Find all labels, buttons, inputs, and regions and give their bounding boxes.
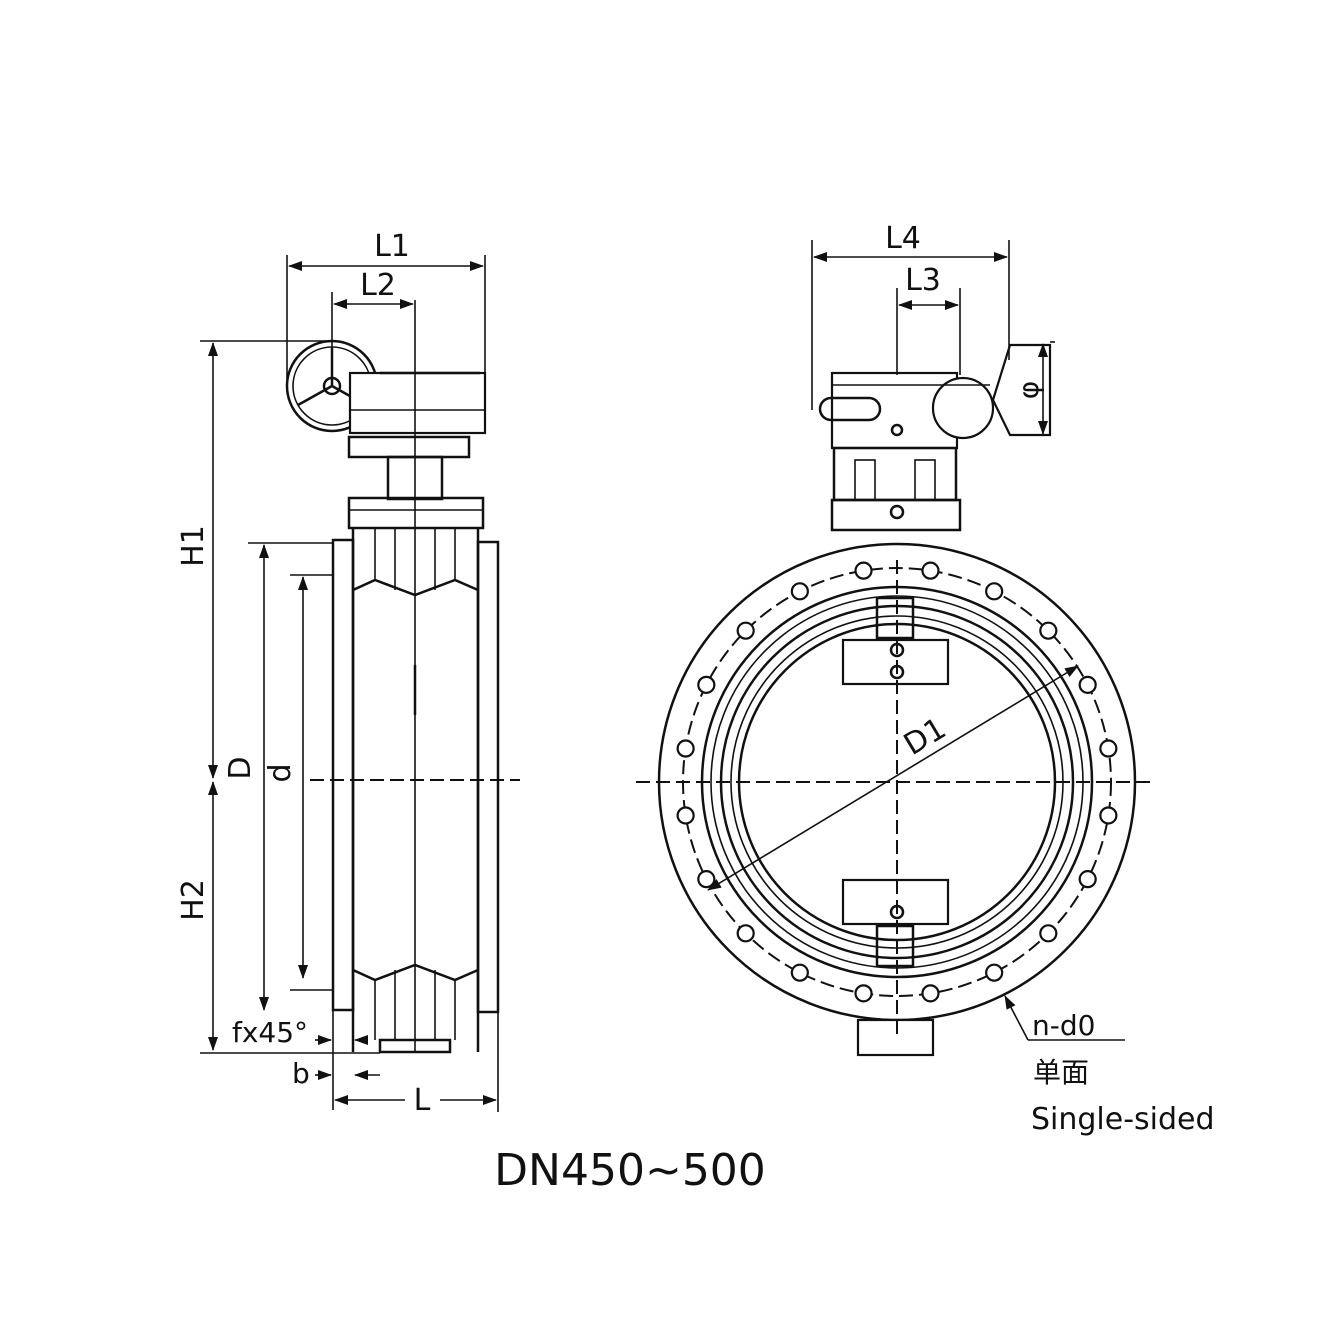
size-caption: DN450~500 [494, 1145, 766, 1196]
dim-b: b [292, 1057, 310, 1090]
gearbox [347, 371, 487, 530]
dim-L: L [414, 1083, 431, 1118]
bolt-hole [1078, 870, 1097, 889]
bolt-hole [985, 582, 1004, 601]
bolt-hole [985, 963, 1004, 982]
bolt-hole [1099, 806, 1118, 825]
bolt-hole [854, 561, 873, 580]
dim-H2: H2 [176, 879, 211, 921]
dim-L4: L4 [885, 221, 921, 256]
bolt-hole [790, 963, 809, 982]
front-view: L4 L3 φ D1 n-d0 单面 Single-sided [636, 221, 1215, 1137]
dim-d: d [263, 763, 298, 782]
bolt-hole [921, 561, 940, 580]
side-view: L1 L2 H1 H2 D d fx45° b L [176, 229, 520, 1118]
bolt-hole [1039, 924, 1058, 943]
hole-note-en: Single-sided [1031, 1102, 1215, 1137]
bolt-hole [1099, 739, 1118, 758]
bolt-hole [736, 621, 755, 640]
bolt-hole [697, 870, 716, 889]
bolt-hole [736, 924, 755, 943]
bolt-hole [676, 806, 695, 825]
dim-phi: φ [1012, 381, 1045, 399]
actuator-front [818, 343, 1052, 532]
bolt-hole [1039, 621, 1058, 640]
bolt-hole [697, 675, 716, 694]
valve-body-side [310, 300, 520, 1054]
front-dimensions: L4 L3 φ D1 n-d0 单面 Single-sided [707, 221, 1215, 1137]
bolt-holes [676, 561, 1118, 1003]
bolt-hole [676, 739, 695, 758]
hole-note-cn: 单面 [1033, 1056, 1089, 1089]
side-dimensions: L1 L2 H1 H2 D d fx45° b L [176, 229, 499, 1118]
dim-L2: L2 [360, 268, 396, 303]
dim-H1: H1 [176, 525, 211, 567]
bolt-hole [790, 582, 809, 601]
dim-D1: D1 [898, 711, 952, 763]
dim-L1: L1 [374, 229, 410, 264]
bolt-hole [921, 984, 940, 1003]
dim-L3: L3 [905, 263, 941, 298]
dim-D: D [223, 756, 258, 779]
bolt-hole [854, 984, 873, 1003]
dim-chamfer: fx45° [232, 1016, 308, 1049]
valve-flange-front [636, 542, 1155, 1057]
bolt-hole [1078, 675, 1097, 694]
dim-holes: n-d0 [1032, 1009, 1095, 1042]
